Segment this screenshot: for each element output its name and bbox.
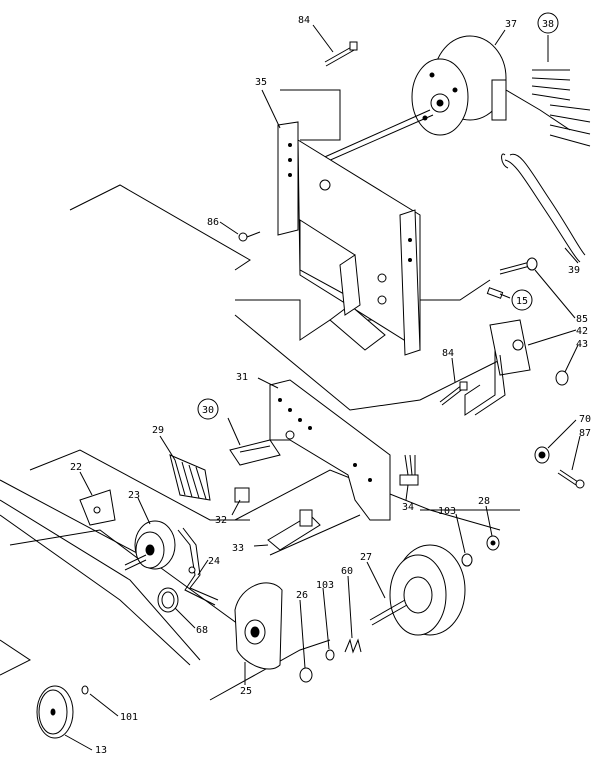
wheel-13 <box>36 685 74 739</box>
label-87: 87 <box>579 428 591 439</box>
leader-lines <box>64 24 581 751</box>
pulley-27 <box>369 544 466 636</box>
screw-84-middle <box>439 381 468 406</box>
label-42: 42 <box>576 326 588 337</box>
motor-37 <box>299 35 507 173</box>
pin-15 <box>486 287 504 299</box>
washer-101 <box>81 685 89 695</box>
washer-43 <box>555 370 569 386</box>
label-29: 29 <box>152 425 164 436</box>
label-34: 34 <box>402 502 414 513</box>
part-32 <box>234 487 250 503</box>
label-39: 39 <box>568 265 580 276</box>
label-23: 23 <box>128 490 140 501</box>
washer-103-upper <box>461 553 473 567</box>
label-86: 86 <box>207 217 219 228</box>
cable-29 <box>169 454 211 501</box>
label-84-top: 84 <box>298 15 310 26</box>
frame-31 <box>269 379 391 521</box>
label-38: 38 <box>542 19 554 30</box>
screw-85 <box>499 257 538 275</box>
label-70: 70 <box>579 414 591 425</box>
belt-39 <box>501 153 586 263</box>
frame-bracket-35 <box>277 121 421 356</box>
label-35: 35 <box>255 77 267 88</box>
gear-70 <box>534 446 550 464</box>
label-24: 24 <box>208 556 220 567</box>
label-31: 31 <box>236 372 248 383</box>
label-30: 30 <box>202 405 214 416</box>
circle-38 <box>537 12 559 34</box>
circle-15 <box>511 289 533 311</box>
label-101: 101 <box>120 712 138 723</box>
connector-30 <box>229 439 281 466</box>
lever-bracket-42 <box>464 319 531 416</box>
screw-84-top <box>324 41 358 67</box>
label-43: 43 <box>576 339 588 350</box>
label-28: 28 <box>478 496 490 507</box>
spring-68 <box>157 587 179 613</box>
lever-24 <box>177 527 219 606</box>
pulley-23 <box>124 520 176 571</box>
screw-87 <box>557 469 585 489</box>
circle-30 <box>197 398 219 420</box>
assembly-guide-lines <box>0 89 520 701</box>
label-33: 33 <box>232 543 244 554</box>
washer-103-lower <box>325 649 335 661</box>
label-25: 25 <box>240 686 252 697</box>
label-13: 13 <box>95 745 107 756</box>
label-22: 22 <box>70 462 82 473</box>
label-60: 60 <box>341 566 353 577</box>
screw-86 <box>238 231 261 242</box>
label-37: 37 <box>505 19 517 30</box>
spring-60 <box>344 638 362 654</box>
washer-28 <box>486 535 500 551</box>
collar-26 <box>299 667 313 683</box>
label-26: 26 <box>296 590 308 601</box>
bracket-22 <box>79 489 116 526</box>
label-68: 68 <box>196 625 208 636</box>
sensor-33 <box>267 509 321 551</box>
cover-25 <box>234 582 283 670</box>
label-103-lower: 103 <box>316 580 334 591</box>
label-27: 27 <box>360 552 372 563</box>
connector-38 <box>505 69 591 147</box>
part-34 <box>399 454 419 486</box>
label-103-upper: 103 <box>438 506 456 517</box>
label-85: 85 <box>576 314 588 325</box>
label-84-middle: 84 <box>442 348 454 359</box>
label-32: 32 <box>215 515 227 526</box>
label-15: 15 <box>516 296 528 307</box>
